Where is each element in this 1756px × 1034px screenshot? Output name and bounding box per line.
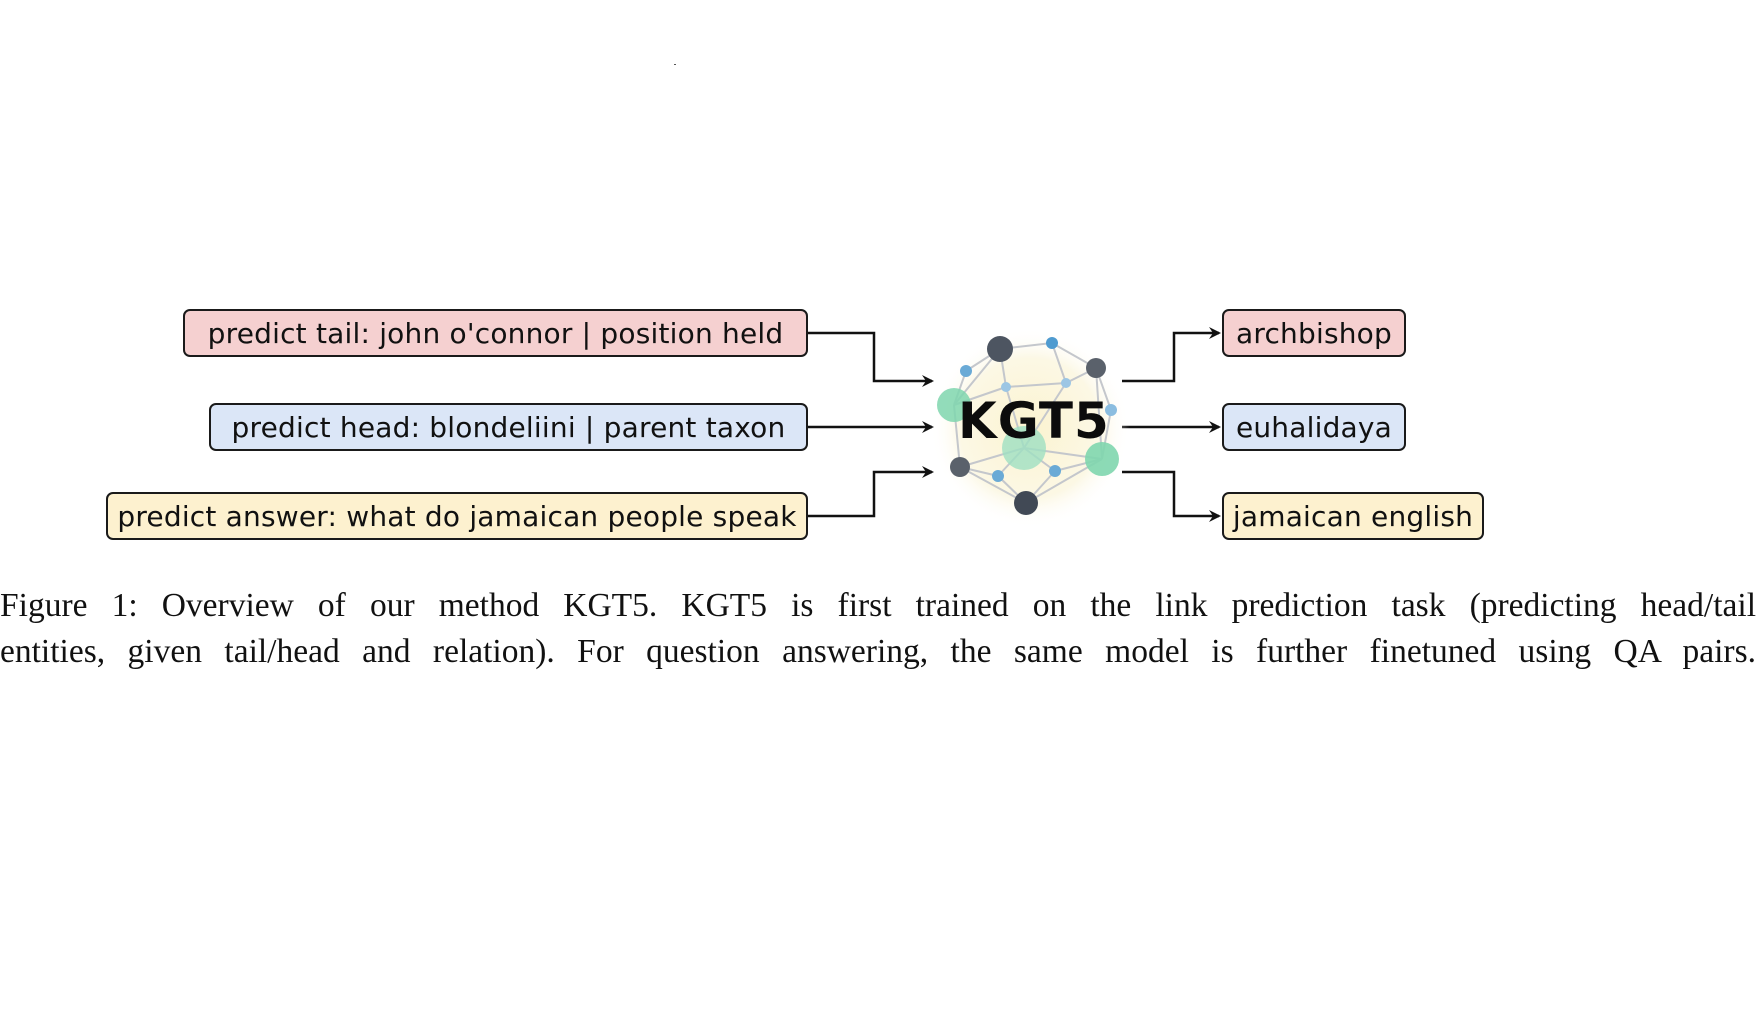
scan-speck xyxy=(674,64,676,65)
arrow-input-answer xyxy=(808,466,934,518)
arrow-output-answer xyxy=(1122,470,1221,522)
caption-line-1: Figure 1: Overview of our method KGT5. K… xyxy=(0,587,1756,624)
arrow-output-tail xyxy=(1122,327,1221,383)
caption-line-2: entities, given tail/head and relation).… xyxy=(0,633,1756,670)
output-archbishop: archbishop xyxy=(1222,309,1406,357)
input-predict-answer: predict answer: what do jamaican people … xyxy=(106,492,808,540)
input-predict-head: predict head: blondeliini | parent taxon xyxy=(209,403,808,451)
arrow-input-tail xyxy=(808,331,934,387)
model-name: KGT5 xyxy=(958,392,1110,450)
output-jamaican-english: jamaican english xyxy=(1222,492,1484,540)
knowledge-graph-network-icon xyxy=(930,328,1130,528)
figure-caption: Figure 1: Overview of our method KGT5. K… xyxy=(0,583,1756,675)
output-euhalidaya: euhalidaya xyxy=(1222,403,1406,451)
input-predict-tail: predict tail: john o'connor | position h… xyxy=(183,309,808,357)
